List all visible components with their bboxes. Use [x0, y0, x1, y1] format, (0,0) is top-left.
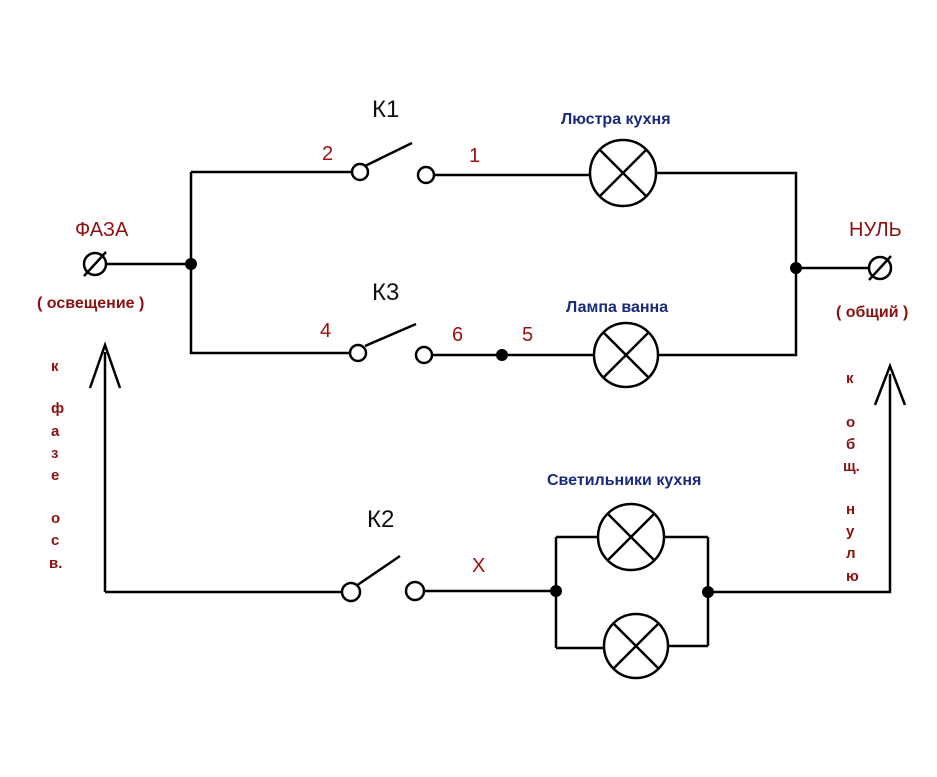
phase-subtitle: ( освещение )	[37, 295, 144, 312]
left-vertical-7: в.	[49, 555, 62, 572]
junction-left	[550, 585, 562, 597]
wire-bath-out	[658, 268, 798, 357]
terminal-label-6: 6	[452, 324, 463, 346]
right-vertical-4: н	[846, 501, 855, 518]
switch-k3-terminal-6	[414, 345, 434, 365]
terminal-label-x: Х	[472, 555, 485, 577]
neutral-terminal	[790, 255, 893, 281]
switch-k2-label: К2	[367, 506, 394, 533]
neutral-title: НУЛЬ	[849, 219, 902, 241]
wire-to-neutral	[708, 374, 892, 594]
left-vertical-4: е	[51, 467, 59, 484]
left-vertical-5: о	[51, 510, 60, 527]
arrow-to-phase-head	[88, 341, 122, 389]
lamp-label-bath: Лампа ванна	[566, 299, 668, 316]
terminal-label-1: 1	[469, 145, 480, 167]
phase-title: ФАЗА	[75, 219, 129, 241]
left-vertical-6: с	[51, 532, 59, 549]
lamp-kitchen-top	[596, 502, 666, 572]
branch-k3	[189, 264, 798, 389]
switch-k3-label: К3	[372, 279, 399, 306]
switch-k2-terminal-x	[404, 580, 426, 602]
neutral-subtitle: ( общий )	[836, 304, 908, 321]
left-vertical-1: ф	[51, 400, 64, 417]
switch-k1-terminal-1	[416, 165, 436, 185]
right-vertical-1: о	[846, 414, 855, 431]
switch-k1-label: К1	[372, 96, 399, 123]
lamp-bath	[592, 321, 660, 389]
lamp-label-chandelier: Люстра кухня	[561, 111, 671, 128]
arrow-to-neutral-head	[873, 362, 907, 406]
right-vertical-5: у	[846, 523, 855, 540]
terminal-label-4: 4	[320, 320, 331, 342]
terminal-label-2: 2	[322, 143, 333, 165]
junction-5	[496, 349, 508, 361]
right-vertical-3: щ.	[843, 458, 860, 475]
terminal-label-5: 5	[522, 324, 533, 346]
lamp-chandelier	[588, 138, 658, 208]
branch-k2	[88, 341, 907, 680]
left-vertical-3: з	[51, 445, 58, 462]
switch-k3-terminal-4	[348, 343, 368, 363]
wire-chandelier-out	[656, 171, 798, 268]
lamp-kitchen-bottom	[602, 612, 670, 680]
switch-k2-blade	[355, 554, 401, 588]
right-vertical-2: б	[846, 436, 855, 453]
right-vertical-6: л	[846, 545, 856, 562]
lamp-label-kitchen: Светильники кухня	[547, 472, 701, 489]
switch-k2-terminal-in	[340, 581, 362, 603]
left-vertical-0: к	[51, 358, 59, 375]
branch-k1	[191, 138, 798, 268]
right-vertical-7: ю	[846, 568, 859, 585]
switch-k1-blade	[364, 141, 413, 168]
switch-k1-terminal-2	[350, 162, 370, 182]
right-vertical-0: к	[846, 370, 854, 387]
wire-k3-in	[189, 264, 351, 355]
switch-k3-blade	[364, 322, 417, 348]
left-vertical-2: а	[51, 423, 60, 440]
phase-terminal	[82, 251, 197, 277]
